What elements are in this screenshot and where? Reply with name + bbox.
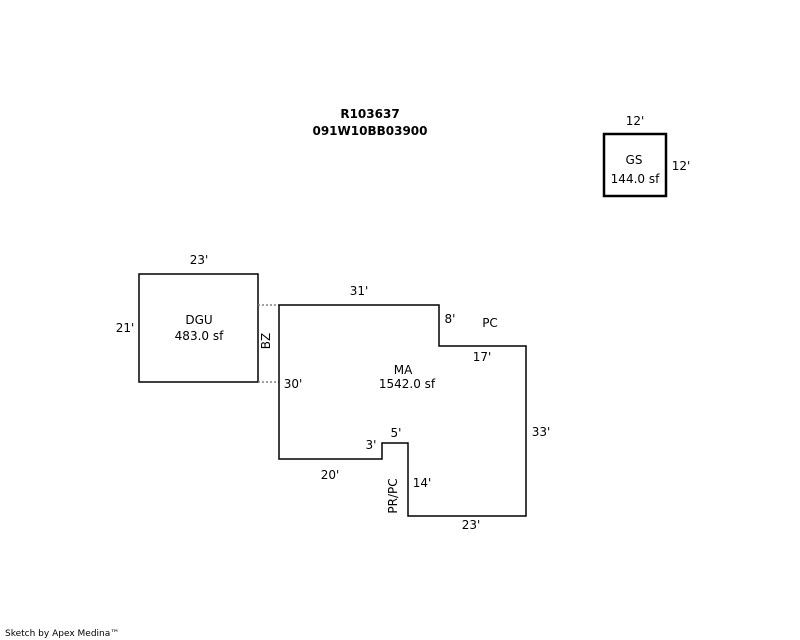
gs-right-dimension: 12' — [672, 159, 691, 173]
parcel-id: R103637 — [340, 107, 399, 121]
dgu-outline — [138, 273, 259, 383]
ma-top-dimension: 31' — [350, 284, 369, 298]
gs-top-dimension: 12' — [626, 114, 645, 128]
ma-right-dimension: 33' — [532, 425, 551, 439]
gs-outline — [602, 132, 668, 198]
pc-tag: PC — [482, 316, 498, 330]
bz-tag: BZ — [259, 333, 273, 349]
ma-step-top-dimension: 5' — [391, 426, 402, 440]
dgu-code: DGU — [185, 313, 212, 327]
map-number: 091W10BB03900 — [312, 124, 427, 138]
dgu-area: 483.0 sf — [175, 329, 224, 343]
ma-notch-right-dimension: 8' — [445, 312, 456, 326]
ma-code: MA — [394, 363, 413, 377]
gs-code: GS — [626, 153, 643, 167]
ma-inner-vertical-dimension: 14' — [413, 476, 432, 490]
sketch-credit: Sketch by Apex Medina™ — [5, 629, 119, 639]
pr-pc-tag: PR/PC — [386, 478, 400, 513]
ma-area: 1542.0 sf — [379, 377, 436, 391]
ma-outline — [278, 304, 527, 517]
ma-notch-top-dimension: 17' — [473, 350, 492, 364]
ma-left-dimension: 30' — [284, 377, 303, 391]
ma-bottom-left-dimension: 20' — [321, 468, 340, 482]
ma-bottom-right-dimension: 23' — [462, 518, 481, 532]
dgu-top-dimension: 23' — [190, 253, 209, 267]
dgu-left-dimension: 21' — [116, 321, 135, 335]
ma-step-left-dimension: 3' — [366, 438, 377, 452]
gs-area: 144.0 sf — [611, 172, 660, 186]
